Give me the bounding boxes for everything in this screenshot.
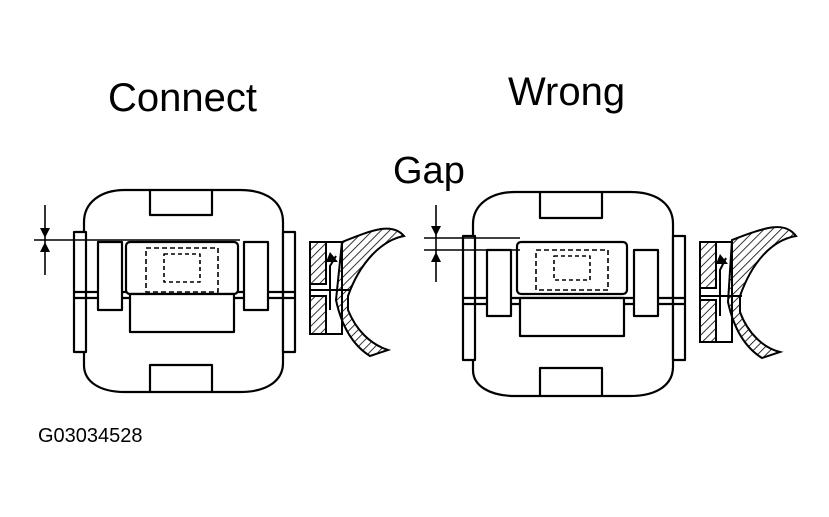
wrong-lower-body — [518, 296, 626, 338]
wrong-label: Wrong — [508, 70, 626, 114]
connect-section-view — [309, 227, 406, 358]
connect-connector — [34, 188, 297, 394]
arrow-up-icon — [40, 242, 50, 252]
wrong-connector — [424, 190, 687, 398]
wrong-hidden-latch — [535, 249, 609, 291]
wrong-shell-inner-top — [538, 192, 604, 220]
connect-section-curve — [334, 227, 406, 358]
connect-right-block — [242, 240, 270, 312]
arrow-up-icon — [716, 254, 728, 264]
connect-shell-inner-bottom — [148, 363, 214, 392]
connect-lower-body — [128, 292, 236, 334]
wrong-section-hatch-upper — [699, 241, 717, 289]
connect-hidden-core — [163, 253, 201, 283]
arrow-down-icon — [431, 226, 441, 236]
connect-section-hatch-lower — [309, 295, 327, 335]
wrong-section-curve — [726, 226, 798, 360]
wrong-left-block — [485, 248, 513, 318]
wrong-right-block — [632, 248, 660, 318]
wrong-center-body — [515, 240, 629, 296]
arrow-up-icon — [326, 252, 338, 262]
arrow-down-icon — [40, 228, 50, 238]
figure-code: G03034528 — [38, 425, 143, 447]
wrong-hidden-core — [553, 255, 591, 281]
wrong-section-hatch-lower — [699, 299, 717, 343]
arrow-up-icon — [431, 252, 441, 262]
wrong-section-view — [699, 226, 798, 360]
gap-label: Gap — [393, 150, 465, 192]
connect-left-block — [96, 240, 124, 312]
connect-label: Connect — [108, 76, 257, 120]
connect-shell-inner-top — [148, 190, 214, 217]
connect-section-hatch-upper — [309, 241, 327, 285]
connect-center-body — [124, 240, 240, 296]
connect-hidden-latch — [145, 247, 219, 293]
wrong-shell-inner-bottom — [538, 366, 604, 396]
